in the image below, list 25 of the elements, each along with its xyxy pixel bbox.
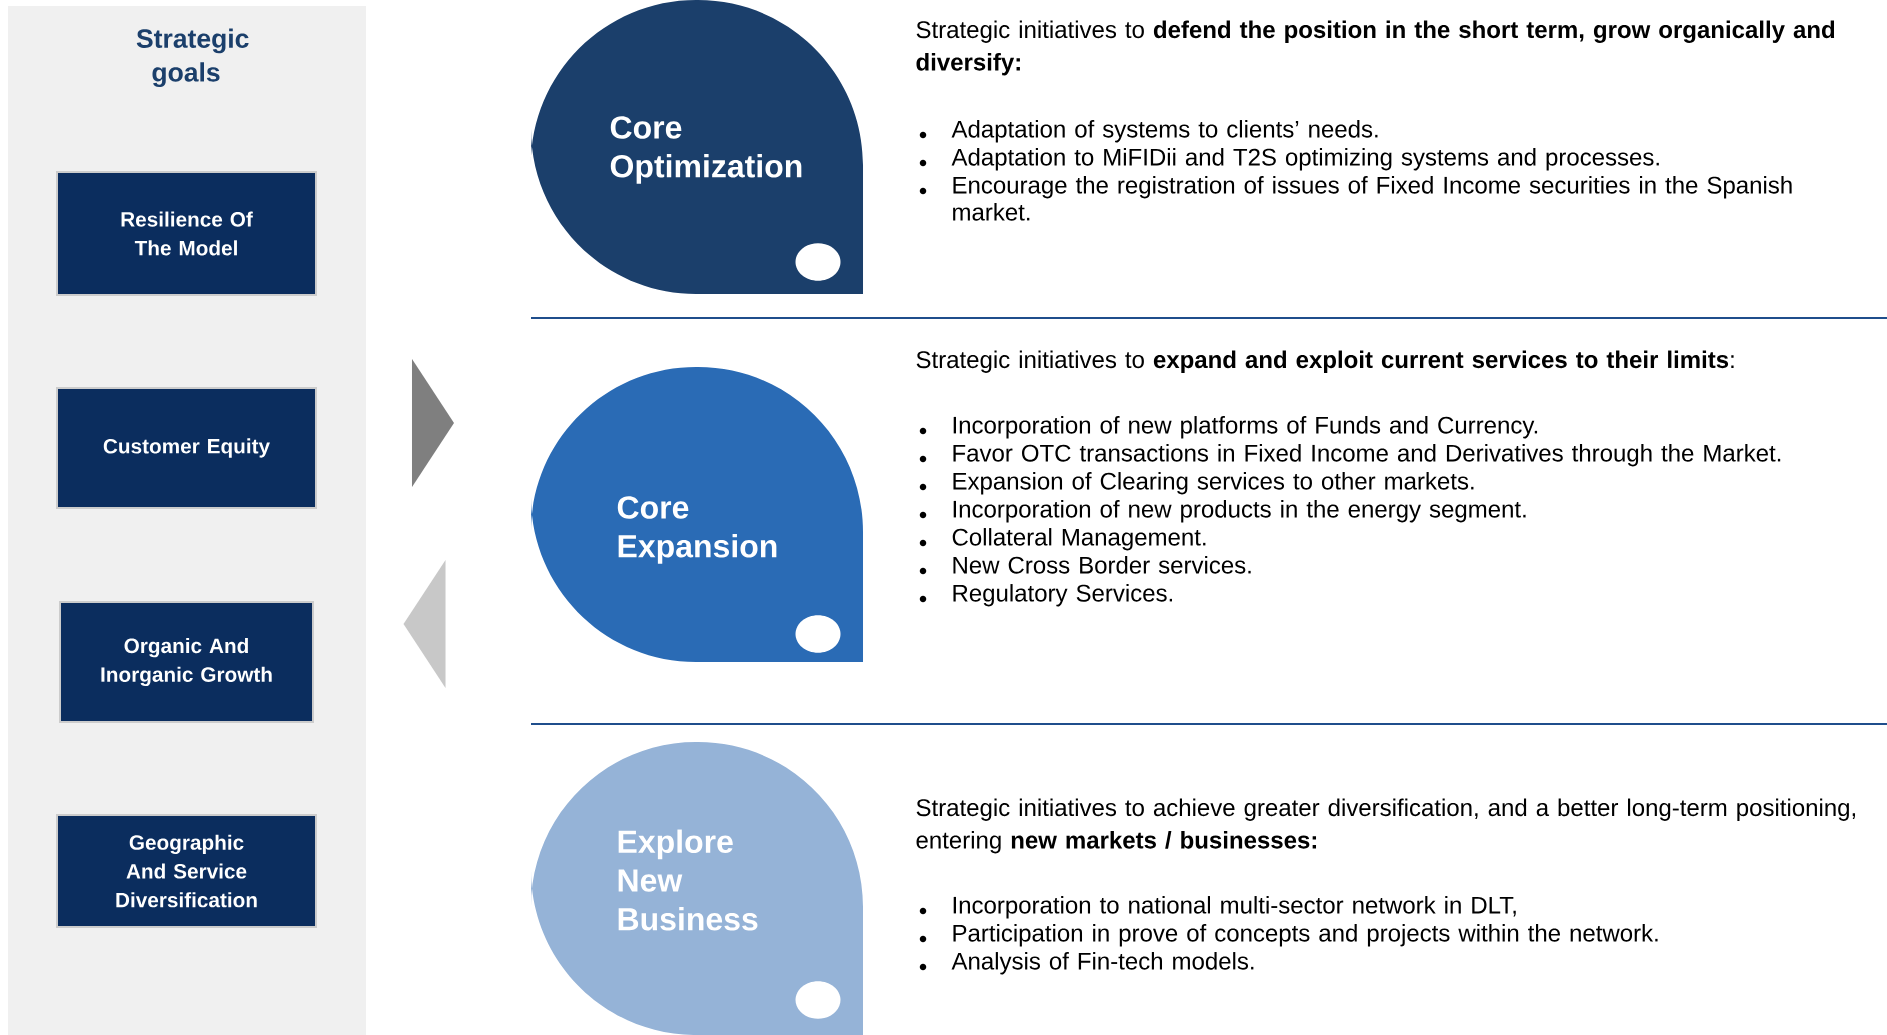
intro-text: Strategic initiatives to defend the position in the short term, grow organically and diversify: [916, 20, 1835, 76]
bullet-item: Adaptation to MiFIDii and T2S optimizing systems and processes. [919, 148, 1659, 171]
intro-text: Strategic initiatives to achieve greater diversification, and a better long-term positioning, entering new markets / businesses: [916, 798, 1855, 854]
chevron-arrow [412, 359, 454, 487]
bullet-item: New Cross Border services. [919, 556, 1251, 575]
speech-bubble: Explore New Business [531, 742, 863, 1035]
speech-bubble: Core Expansion [531, 367, 863, 662]
intro-text: Strategic initiatives to expand and exploit current services to their limits: [916, 350, 1734, 373]
bullet-item: Incorporation of new products in the energy segment. [919, 500, 1526, 523]
bullet-item: Regulatory Services. [919, 584, 1173, 607]
speech-bubble: Core Optimization [531, 0, 863, 294]
bullet-item: Expansion of Clearing services to other markets. [919, 472, 1474, 495]
goal-box: Customer Equity [56, 387, 317, 509]
bullet-item: Participation in prove of concepts and projects within the network. [919, 924, 1658, 947]
goal-box: Organic And Inorganic Growth [59, 601, 314, 723]
bullet-item: Adaptation of systems to clients’ needs. [919, 120, 1378, 143]
bullet-item: Incorporation to national multi-sector network in DLT, [919, 896, 1516, 919]
bullet-item: Favor OTC transactions in Fixed Income and Derivatives through the Market. [919, 444, 1781, 467]
chevron-arrow [403, 560, 446, 688]
bullet-item: Incorporation of new platforms of Funds and Currency. [919, 416, 1538, 439]
goal-box: Resilience Of The Model [56, 171, 317, 296]
bullet-item: Encourage the registration of issues of Fixed Income securities in the Spanish market. [919, 176, 1792, 221]
bullet-item: Collateral Management. [919, 528, 1206, 551]
bullet-item: Analysis of Fin-tech models. [919, 952, 1254, 975]
goal-box: Geographic And Service Diversification [56, 814, 317, 928]
